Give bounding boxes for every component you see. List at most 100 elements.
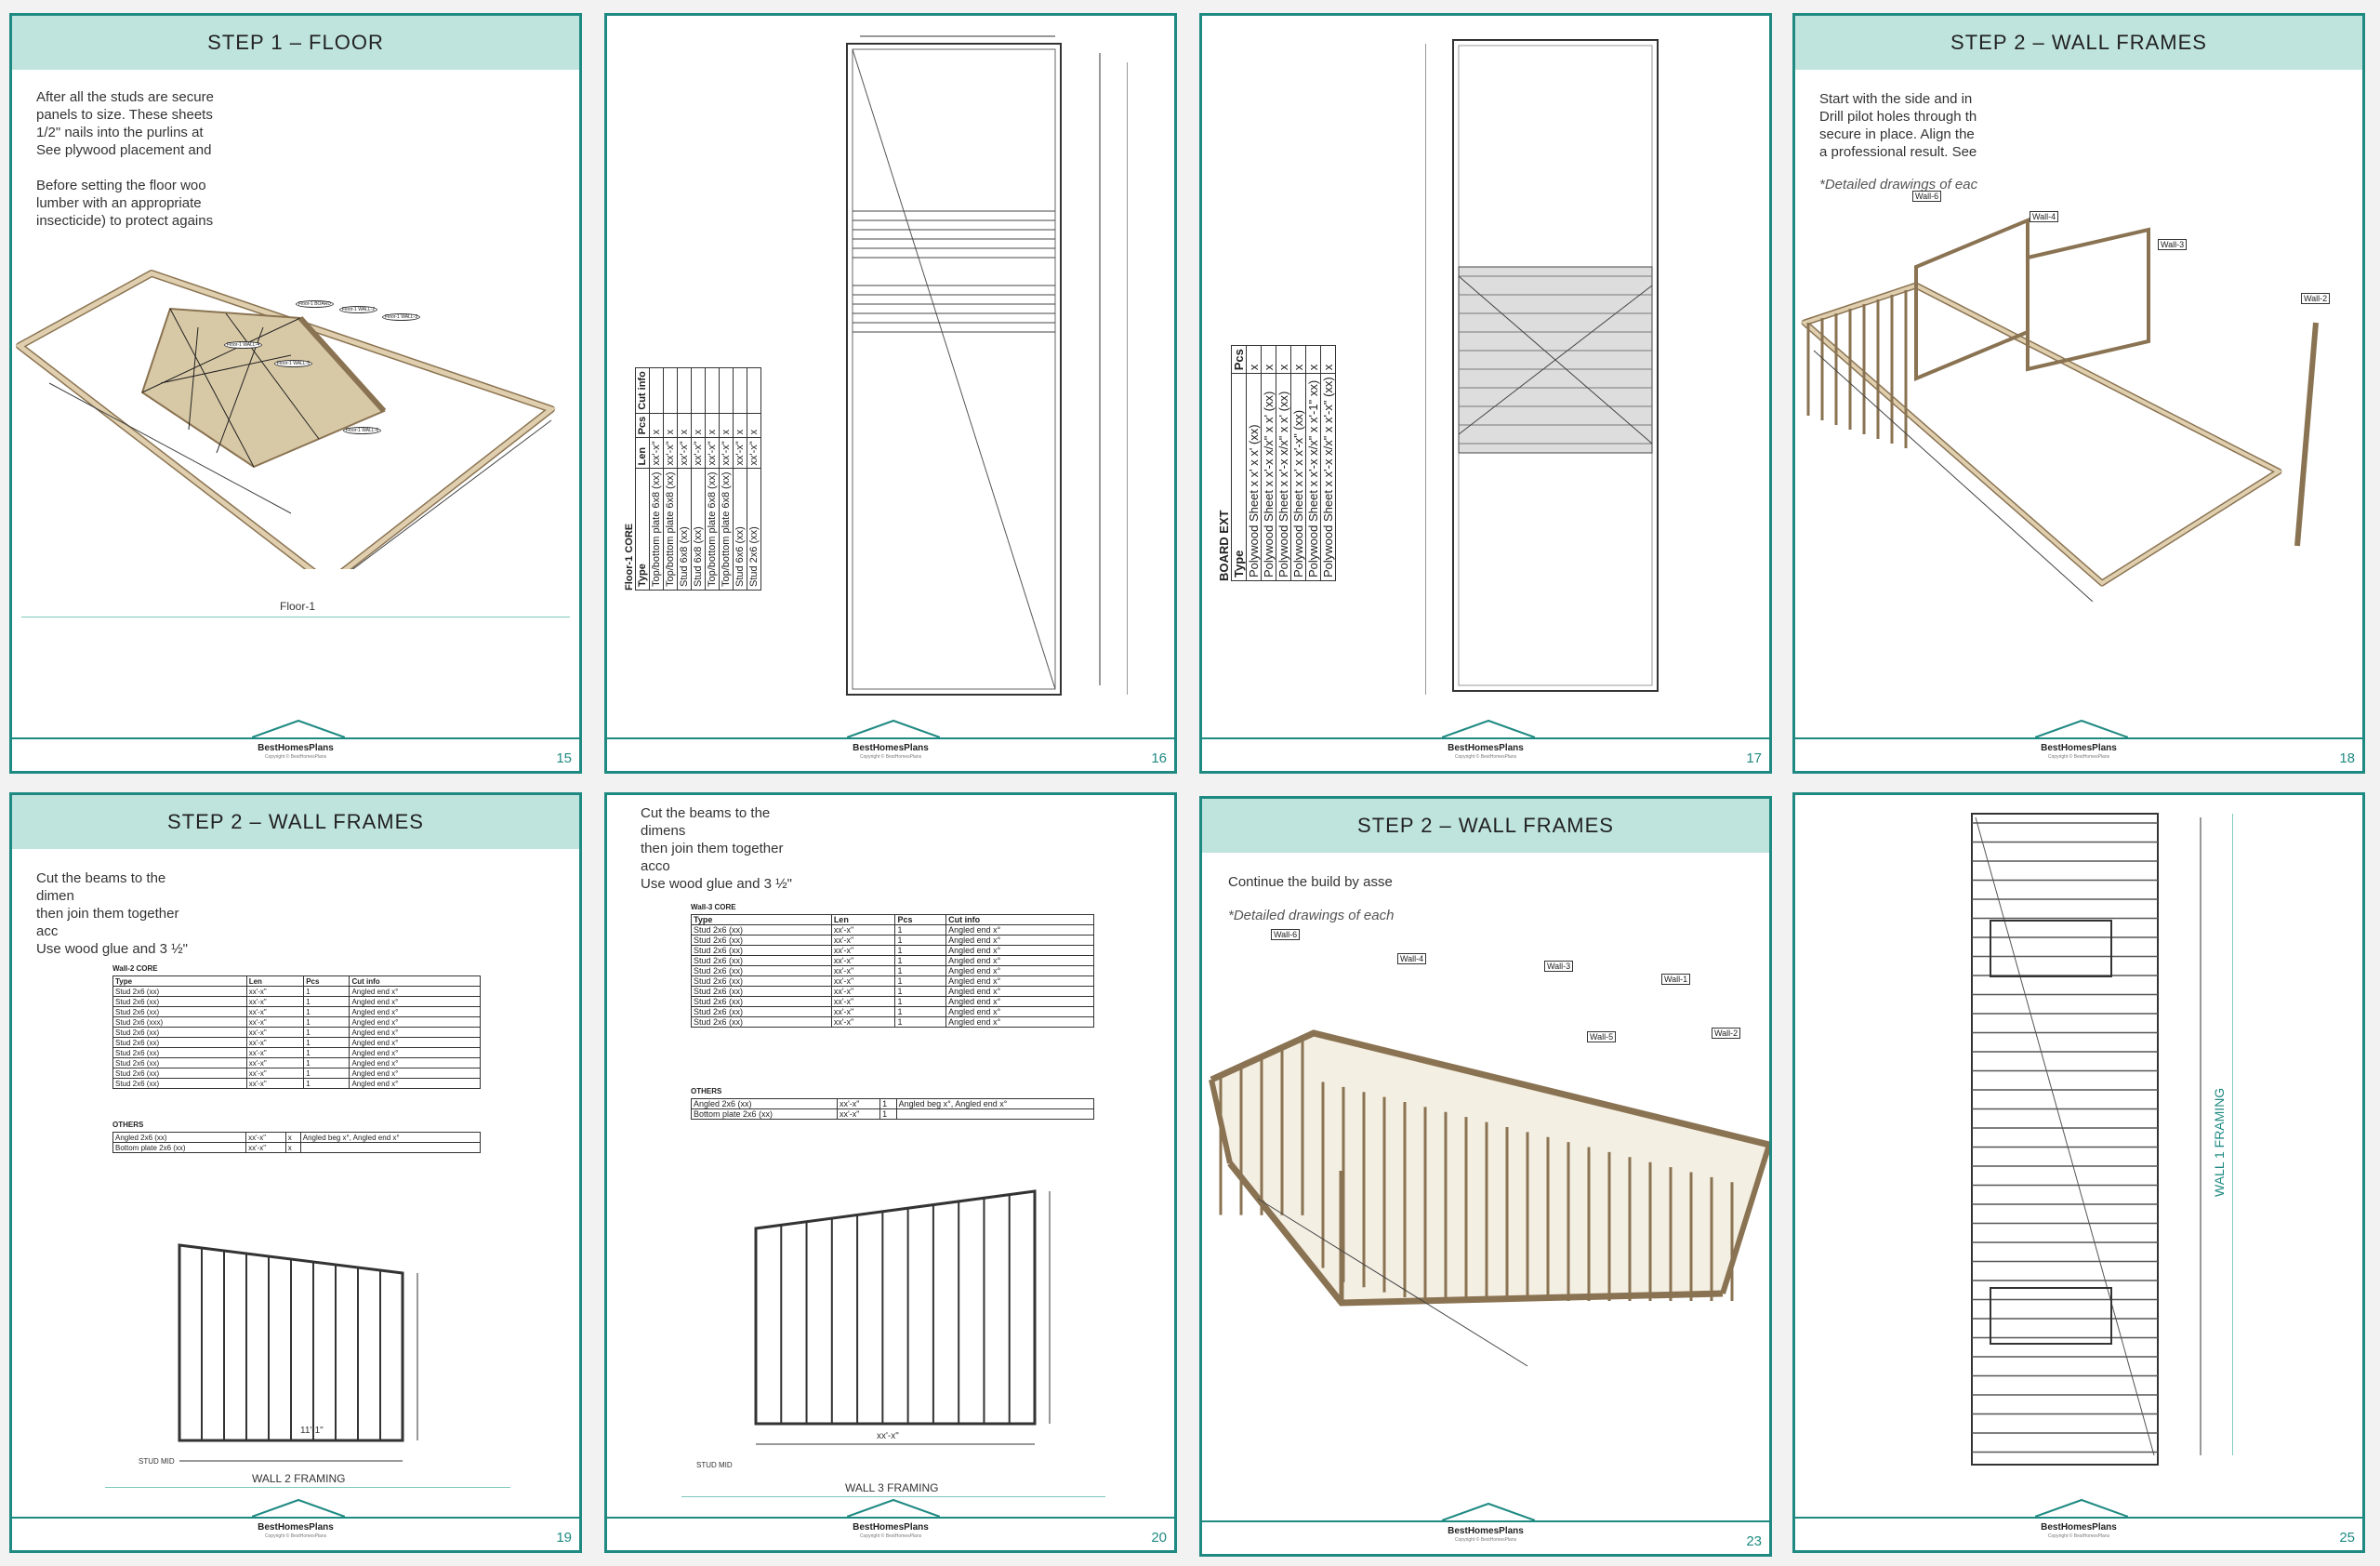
column-header: Type (1231, 373, 1247, 581)
page-footer: BestHomesPlans Copyright © BestHomesPlan… (12, 719, 579, 771)
table-cell: 1 (879, 1098, 897, 1109)
table-cell: 1 (894, 924, 947, 936)
house-frame-drawing (1209, 1029, 1769, 1367)
table-cell: Angled end x° (349, 1078, 481, 1089)
table-cell: Angled 2x6 (xx) (690, 1098, 839, 1109)
table-cell: xx'-x" (245, 986, 305, 997)
column-header: Pcs (635, 413, 650, 438)
table-cell: Angled end x° (945, 924, 1094, 936)
table-cell: Stud 6x8 (xx) (691, 468, 706, 591)
page-number: 20 (1151, 1530, 1167, 1546)
column-header: Type (112, 975, 247, 987)
wall-1-label: Wall-1 (1661, 974, 1691, 985)
table-cell: Polywood Sheet x x'-x x/x" x x'-x" (xx) (1320, 373, 1336, 581)
table-cell (733, 367, 747, 414)
table-row: Top/bottom plate 6x8 (xx)xx'-x"x (663, 367, 678, 591)
window-opening (1990, 920, 2112, 977)
table-cell: Stud 2x6 (xx) (112, 1068, 247, 1079)
table-cell: Bottom plate 2x6 (xx) (690, 1108, 839, 1120)
table-cell: x (1261, 345, 1276, 374)
column-header: Len (635, 437, 650, 469)
table-cell: Stud 2x6 (xx) (112, 1047, 247, 1058)
table-cell: Angled end x° (349, 1068, 481, 1079)
table-cell: xx'-x" (830, 975, 896, 987)
table-cell (895, 1108, 1095, 1120)
table-cell: xx'-x" (830, 955, 896, 966)
table-cell: Top/bottom plate 6x8 (xx) (663, 468, 678, 591)
table-cell: Top/bottom plate 6x8 (xx) (649, 468, 664, 591)
copyright: Copyright © BestHomesPlans (859, 754, 922, 760)
table-cell: Angled beg x°, Angled end x° (895, 1098, 1095, 1109)
page-title: STEP 1 – FLOOR (12, 16, 579, 70)
table-cell: xx'-x" (245, 996, 305, 1007)
table-cell: x (1290, 345, 1306, 374)
column-header: Type (635, 468, 650, 591)
table-cell (299, 1142, 482, 1153)
table-cell: Polywood Sheet x x'-x x/x" x x' (xx) (1276, 373, 1291, 581)
page-title: STEP 2 – WALL FRAMES (12, 795, 579, 849)
table-cell: xx'-x" (830, 1016, 896, 1028)
table-cell: Stud 6x6 (xx) (733, 468, 747, 591)
table-row: Top/bottom plate 6x8 (xx)xx'-x"x (649, 367, 664, 591)
wall-3-framing-drawing (754, 1189, 1051, 1445)
table-cell: Stud 2x6 (xx) (112, 996, 247, 1007)
brand-name: BestHomesPlans (258, 1522, 334, 1533)
floor-label-wall-3: Floor-1 WALL-3 (382, 313, 421, 321)
table-cell (691, 367, 706, 414)
table-cell: Stud 2x6 (xx) (691, 955, 832, 966)
table-cell: Angled end x° (349, 1047, 481, 1058)
figure-caption: WALL 2 FRAMING (252, 1472, 346, 1485)
stud-mid-label: STUD MID (696, 1461, 733, 1469)
floor-label-board: Floor-1 BOARD (296, 300, 335, 308)
floor-label-wall-6: Floor-1 WALL-6 (343, 427, 382, 434)
table-cell: Angled end x° (349, 1057, 481, 1068)
table-cell: x (284, 1142, 301, 1153)
page-19: STEP 2 – WALL FRAMES Cut the beams to th… (9, 792, 582, 1553)
wall-1-framing-drawing (1971, 813, 2202, 1466)
table-cell: xx'-x" (245, 1057, 305, 1068)
table-cell: xx'-x" (245, 1006, 305, 1017)
table-cell: x (1246, 345, 1262, 374)
table-row: Bottom plate 2x6 (xx)xx'-x"1 (690, 1108, 1095, 1120)
table-cell: Angled 2x6 (xx) (112, 1132, 247, 1143)
table-row: Polywood Sheet x x' x x' (xx)x (1246, 345, 1262, 581)
table-cell: x (719, 413, 734, 438)
table-cell: 1 (303, 1057, 350, 1068)
floor-plan-drawing (846, 35, 1128, 696)
others-title: OTHERS (691, 1087, 722, 1095)
table-cell: x (663, 413, 678, 438)
page-number: 17 (1746, 750, 1762, 766)
page-18: STEP 2 – WALL FRAMES Start with the side… (1792, 13, 2365, 774)
column-header: Len (245, 975, 305, 987)
brand-name: BestHomesPlans (853, 1522, 929, 1533)
copyright: Copyright © BestHomesPlans (264, 1533, 327, 1539)
table-cell: Stud 2x6 (xx) (112, 986, 247, 997)
page-footer: BestHomesPlans Copyright © BestHomesPlan… (607, 719, 1174, 771)
table-cell: 1 (303, 1027, 350, 1038)
table-cell: 1 (303, 1078, 350, 1089)
table-cell: Polywood Sheet x x' x x' (xx) (1246, 373, 1262, 581)
table-cell: 1 (894, 996, 947, 1007)
table-cell: xx'-x" (245, 1037, 305, 1048)
table-cell: xx'-x" (705, 437, 720, 469)
page-body-text: Continue the build by asse (1228, 874, 1393, 890)
table-row: Stud 6x6 (xx)xx'-x"x (733, 367, 747, 591)
table-cell: Polywood Sheet x x'-x x/x" x x' (xx) (1261, 373, 1276, 581)
page-footer: BestHomesPlans Copyright © BestHomesPlan… (607, 1498, 1174, 1550)
page-body-text: Cut the beams to the dimen then join the… (36, 870, 188, 957)
page-25: WALL 1 FRAMING BestHomesPlans Copyright … (1792, 792, 2365, 1553)
table-cell: Angled end x° (349, 1037, 481, 1048)
